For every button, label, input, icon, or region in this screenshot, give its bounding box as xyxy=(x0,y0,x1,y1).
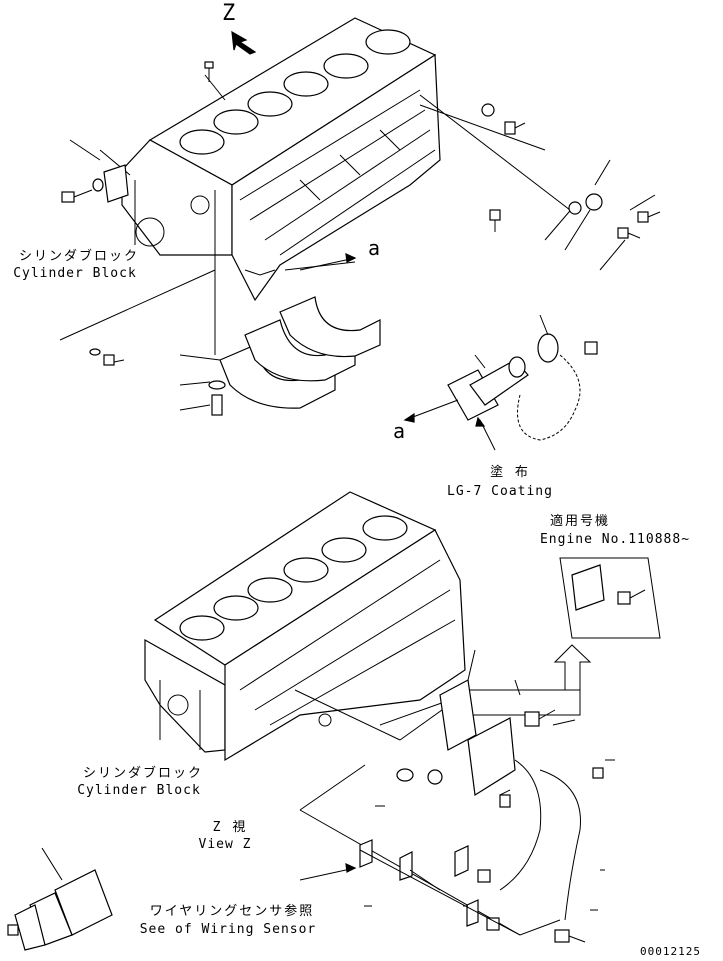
view-marker-z: Z xyxy=(222,1,237,26)
wiring-arrow xyxy=(299,867,356,881)
sensor-detail xyxy=(7,869,113,951)
upper-right-parts xyxy=(481,103,661,239)
wiring-label-en: See of Wiring Sensor xyxy=(139,922,317,937)
wiring-label-jp: ワイヤリングセンサ参照 xyxy=(149,904,315,919)
main-bearing-caps xyxy=(219,296,381,409)
view-z-label-jp: Z 視 xyxy=(212,820,248,835)
washer xyxy=(208,380,226,390)
upper-cylinder-block xyxy=(121,17,441,302)
upper-block-label-en: Cylinder Block xyxy=(13,266,137,281)
upper-left-bolts xyxy=(61,61,214,366)
ref-marker-a-lower: a xyxy=(393,419,407,443)
ref-a-arrow-upper xyxy=(299,257,356,271)
inset-arrow xyxy=(553,644,592,691)
applicable-label-jp: 適用号機 xyxy=(549,514,610,529)
ref-marker-a-upper: a xyxy=(368,236,382,260)
upper-block-label-jp: シリンダブロック xyxy=(18,249,139,264)
applicable-engine-inset xyxy=(559,557,661,639)
lower-side-parts xyxy=(396,679,604,943)
pipe-assembly xyxy=(447,333,598,441)
cap-bolt xyxy=(211,394,223,416)
view-z-label-en: View Z xyxy=(198,837,252,852)
lower-block-label-jp: シリンダブロック xyxy=(82,766,203,781)
view-z-arrow xyxy=(231,30,257,55)
coating-label-jp: 塗 布 xyxy=(490,465,530,480)
applicable-label-en: Engine No.110888~ xyxy=(539,532,691,547)
lower-cylinder-block xyxy=(144,491,466,762)
drawing-number: 00012125 xyxy=(640,945,701,958)
lower-block-label-en: Cylinder Block xyxy=(77,783,201,798)
lower-cylinder-bores xyxy=(179,515,408,641)
view-z-brackets xyxy=(359,839,479,927)
coating-label-en: LG-7 Coating xyxy=(447,484,553,499)
upper-cylinder-bores xyxy=(179,29,411,155)
